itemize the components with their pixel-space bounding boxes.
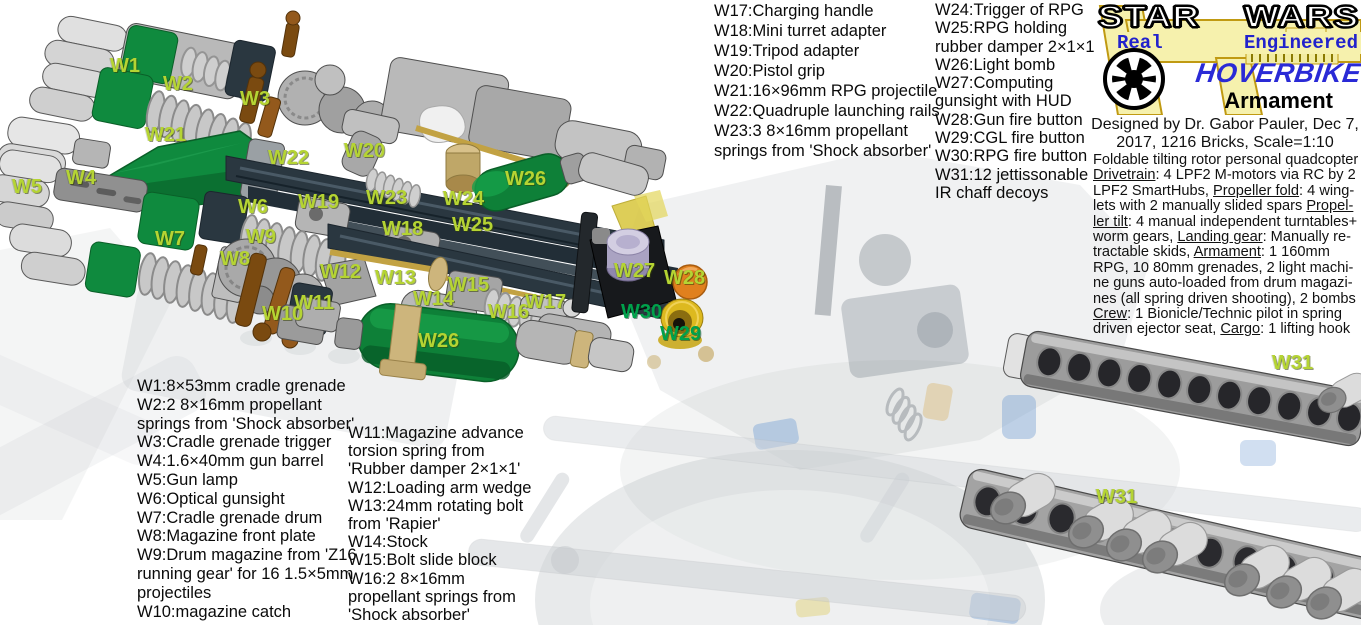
part-list-line: W21:16×96mm RPG projectile xyxy=(714,82,938,100)
spec-line: Foldable tilting rotor personal quadcopt… xyxy=(1093,152,1359,168)
part-list-line: W16:2 8×16mm xyxy=(348,569,465,588)
part-list-line: W1:8×53mm cradle grenade xyxy=(137,377,346,395)
spec-line: LPF2 SmartHubs, Propeller fold: 4 wing- xyxy=(1093,182,1355,199)
spec-line: ler tilt: 4 manual independent turntable… xyxy=(1093,213,1358,230)
brand-logo: STAR WARS Real Engineered HOVERBIKE Arma… xyxy=(1096,0,1361,115)
engineered-word: Engineered xyxy=(1240,32,1361,54)
part-list-line: W19:Tripod adapter xyxy=(714,42,860,60)
part-list-line: 'Rubber damper 2×1×1' xyxy=(348,460,521,479)
part-list-line: springs from 'Shock absorber' xyxy=(137,414,355,433)
part-list-line: W27:Computing xyxy=(935,74,1054,93)
designed-line1: Designed by Dr. Gabor Pauler, Dec 7, xyxy=(1091,116,1359,133)
part-list-line: W24:Trigger of RPG xyxy=(935,1,1084,19)
part-list-line: W8:Magazine front plate xyxy=(137,527,316,546)
part-list-line: 'Shock absorber' xyxy=(348,606,470,625)
part-list-line: W23:3 8×16mm propellant xyxy=(714,122,908,140)
part-list-line: propellant springs from xyxy=(348,587,516,606)
real-engineered-wordmark: Real Engineered xyxy=(1114,32,1361,54)
spec-line: driven ejector seat, Cargo: 1 lifting ho… xyxy=(1093,321,1351,338)
part-list-line: W26:Light bomb xyxy=(935,55,1056,74)
part-list-line: W4:1.6×40mm gun barrel xyxy=(137,452,324,471)
part-list-line: W13:24mm rotating bolt xyxy=(348,496,524,515)
part-list-line: W7:Cradle grenade drum xyxy=(137,508,323,527)
part-list-line: W9:Drum magazine from 'Z16 xyxy=(137,546,357,565)
part-list-line: W22:Quadruple launching rails xyxy=(714,102,940,120)
designed-by: Designed by Dr. Gabor Pauler, Dec 7, 201… xyxy=(1089,116,1361,151)
part-list-line: springs from 'Shock absorber' xyxy=(714,142,932,160)
armament-subtitle: Armament xyxy=(1224,88,1333,113)
part-list-line: W15:Bolt slide block xyxy=(348,551,497,570)
part-list-line: W28:Gun fire button xyxy=(935,110,1083,129)
part-list-line: W11:Magazine advance xyxy=(348,424,524,442)
spec-line: ne guns auto-loaded from drum magazi- xyxy=(1093,275,1353,292)
spec-line: nes (all spring driven shooting), 2 bomb… xyxy=(1093,290,1356,307)
part-list-line: rubber damper 2×1×1 xyxy=(935,37,1095,56)
part-list-line: W30:RPG fire button xyxy=(935,147,1088,166)
chaff-rack-top xyxy=(1002,330,1361,447)
part-list-line: W20:Pistol grip xyxy=(714,62,825,80)
part-list-line: running gear' for 16 1.5×5mm xyxy=(137,564,354,583)
spec-line: Crew: 1 Bionicle/Technic pilot in spring xyxy=(1093,306,1343,323)
part-list-line: W18:Mini turret adapter xyxy=(714,22,887,40)
part-list-line: IR chaff decoys xyxy=(935,183,1049,202)
spec-line: tractable skids, Armament: 1 160mm xyxy=(1093,244,1330,261)
spec-paragraph: Foldable tilting rotor personal quadcopt… xyxy=(1093,152,1361,338)
star-wars-wordmark: STAR WARS xyxy=(1097,0,1359,35)
part-list-line: torsion spring from xyxy=(348,442,485,461)
hoverbike-title: HOVERBIKE xyxy=(1193,58,1361,88)
part-list-line: W2:2 8×16mm propellant xyxy=(137,395,322,414)
part-list-line: W25:RPG holding xyxy=(935,19,1068,38)
spec-line: Drivetrain: 4 LPF2 M-motors via RC by 2 xyxy=(1093,167,1356,184)
real-word: Real xyxy=(1114,32,1166,54)
part-list-line: gunsight with HUD xyxy=(935,92,1072,111)
part-list-line: W31:12 jettissonable xyxy=(935,165,1089,184)
spec-line: lets with 2 manually slided spars Propel… xyxy=(1093,198,1354,215)
chaff-rack-bottom xyxy=(959,466,1361,625)
part-list-line: W12:Loading arm wedge xyxy=(348,478,532,497)
part-list-line: W6:Optical gunsight xyxy=(137,489,285,508)
part-list-line: W29:CGL fire button xyxy=(935,129,1085,148)
part-list-line: W5:Gun lamp xyxy=(137,470,238,489)
part-list-line: W10:magazine catch xyxy=(137,602,292,621)
part-list-line: projectiles xyxy=(137,583,212,602)
part-list-line: W17:Charging handle xyxy=(714,2,874,20)
star-wars-word1: STAR xyxy=(1097,0,1200,35)
part-list-line: from 'Rapier' xyxy=(348,515,441,534)
imperial-emblem-icon xyxy=(1103,48,1165,110)
part-list-line: W14:Stock xyxy=(348,533,428,552)
star-wars-word2: WARS xyxy=(1243,0,1359,35)
spec-line: worm gears, Landing gear: Manually re- xyxy=(1093,229,1351,246)
part-list-line: W3:Cradle grenade trigger xyxy=(137,433,332,452)
spec-line: RPG, 10 80mm grenades, 2 light machi- xyxy=(1093,259,1354,276)
designed-line2: 2017, 1216 Bricks, Scale=1:10 xyxy=(1116,133,1334,151)
weapon-cluster xyxy=(0,10,714,383)
